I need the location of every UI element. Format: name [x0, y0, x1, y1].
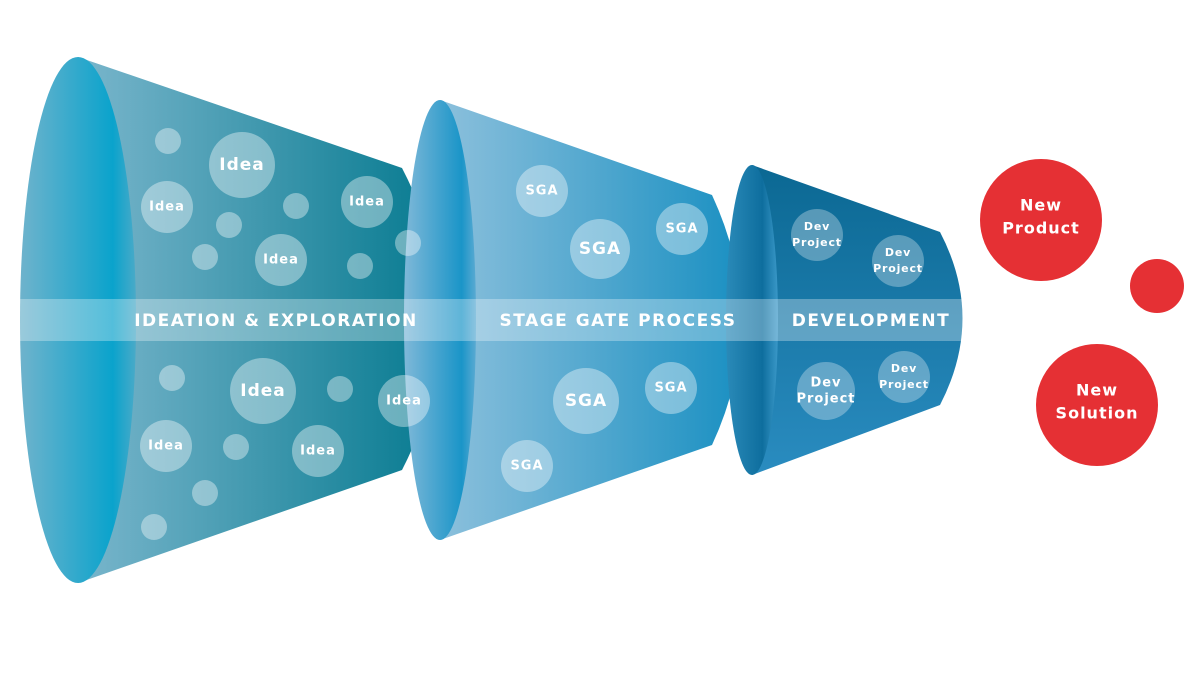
bubble-dot [327, 376, 353, 402]
bubble-label: Dev [810, 376, 841, 391]
outcome-label-line2: Solution [1056, 404, 1139, 423]
bubble [797, 362, 855, 420]
bubble-dot [283, 193, 309, 219]
bubble-label: Project [879, 378, 929, 391]
bubble-label: Project [796, 392, 855, 407]
bubble-label: SGA [654, 381, 687, 396]
funnel-stage-gate [404, 100, 741, 540]
bubble [378, 375, 430, 427]
bubble [872, 235, 924, 287]
bubble-label: Idea [240, 381, 286, 401]
stage-label-stage-gate: STAGE GATE PROCESS [500, 311, 737, 331]
bubble-label: Idea [386, 394, 422, 409]
bubble [292, 425, 344, 477]
bubble [140, 420, 192, 472]
bubble-label: Idea [300, 444, 336, 459]
bubble [791, 209, 843, 261]
bubble-label: SGA [579, 239, 621, 259]
bubble-label: Idea [349, 195, 385, 210]
bubble-dot [155, 128, 181, 154]
bubble-dot [223, 434, 249, 460]
bubble [570, 219, 630, 279]
bubble [141, 181, 193, 233]
bubble [209, 132, 275, 198]
stage-label-band [20, 299, 966, 341]
bubble [516, 165, 568, 217]
bubble [341, 176, 393, 228]
bubble [230, 358, 296, 424]
funnel-ideation [20, 57, 441, 583]
bubble [255, 234, 307, 286]
bubble-label: SGA [565, 391, 607, 411]
bubble [645, 362, 697, 414]
bubble [501, 440, 553, 492]
bubble-label: Idea [263, 253, 299, 268]
outcome-label-line1: New [1076, 381, 1118, 400]
outcome-label-line1: New [1020, 196, 1062, 215]
bubble [553, 368, 619, 434]
bubble-dot [159, 365, 185, 391]
bubble-label: SGA [525, 184, 558, 199]
bubble-label: Idea [148, 439, 184, 454]
bubble-dot [216, 212, 242, 238]
outcome-new-solution: New Solution [1036, 344, 1158, 466]
stage-label-development: DEVELOPMENT [792, 311, 951, 331]
bubble-label: Dev [885, 246, 911, 259]
bubble-dot [141, 514, 167, 540]
outcome-new-product: New Product [980, 159, 1102, 281]
bubble-label: Project [873, 262, 923, 275]
bubble-label: SGA [510, 459, 543, 474]
bubble-label: Idea [219, 155, 265, 175]
bubble [878, 351, 930, 403]
stage-label-ideation: IDEATION & EXPLORATION [134, 311, 418, 331]
bubble-dot [192, 480, 218, 506]
bubble-label: Idea [149, 200, 185, 215]
outcome-label-line2: Product [1002, 219, 1080, 238]
bubble-dot [347, 253, 373, 279]
bubble-label: Dev [804, 220, 830, 233]
bubble-dot [192, 244, 218, 270]
bubble-label: Dev [891, 362, 917, 375]
bubble-label: Project [792, 236, 842, 249]
bubble-dot [395, 230, 421, 256]
bubble-label: SGA [665, 222, 698, 237]
bubble [656, 203, 708, 255]
outcome-dot [1130, 259, 1184, 313]
funnel-development [726, 165, 963, 475]
